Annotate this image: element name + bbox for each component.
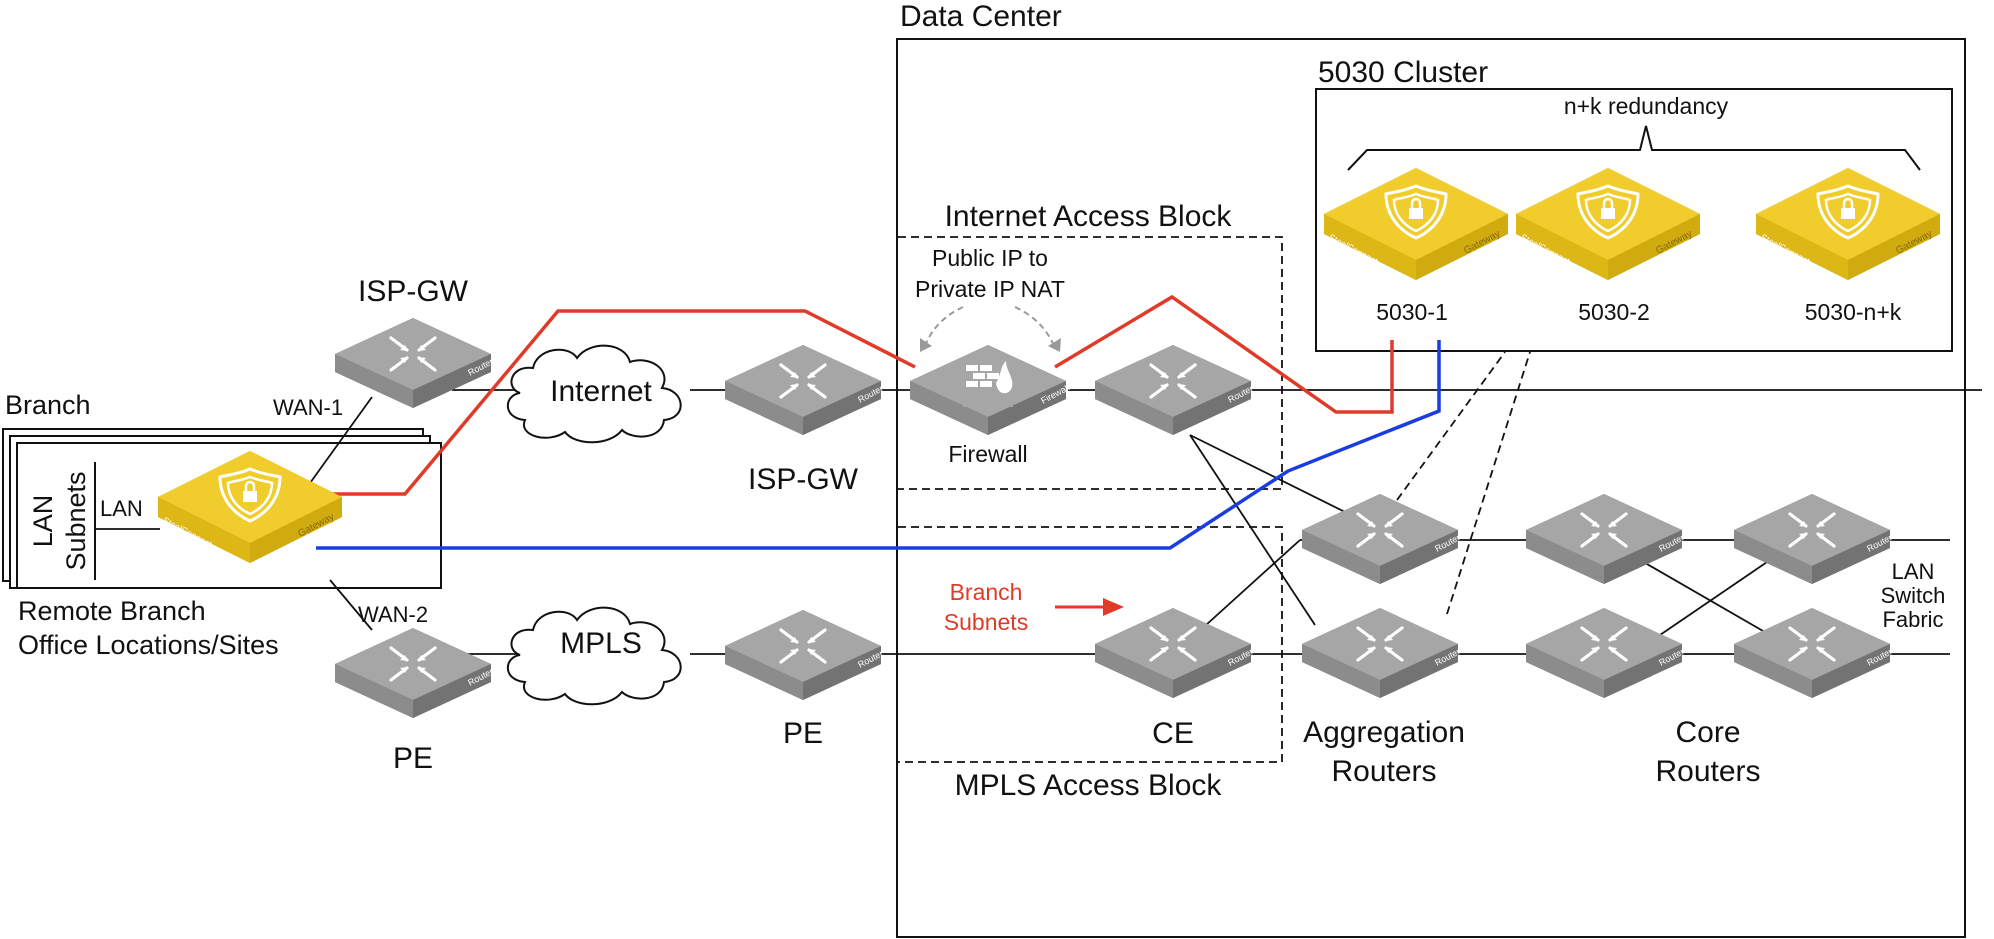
- aggregation-label-line1: Aggregation: [1303, 716, 1465, 749]
- steelconnect-gateway-icon-5030-2[interactable]: SteelConnect Gateway: [1514, 166, 1702, 282]
- mpls-cloud-icon: [506, 606, 682, 706]
- router-icon-pe-mid[interactable]: Router: [723, 608, 885, 702]
- wan2-label: WAN-2: [358, 602, 428, 627]
- blue-path: [316, 340, 1441, 550]
- remote-branch-line1: Remote Branch: [18, 596, 206, 626]
- branch-title: Branch: [5, 390, 91, 420]
- aggregation-label-line2: Routers: [1331, 755, 1436, 788]
- router-icon-aggregation-2[interactable]: Router: [1300, 606, 1462, 700]
- internet-block-title: Internet Access Block: [945, 200, 1233, 233]
- core-label-line2: Routers: [1655, 755, 1760, 788]
- node-5030-1-label: 5030-1: [1376, 299, 1448, 325]
- router-icon-ce[interactable]: Router: [1093, 606, 1255, 700]
- pe-mid-label: PE: [783, 717, 823, 750]
- router-icon-core-4[interactable]: Router: [1732, 606, 1894, 700]
- ce-label: CE: [1152, 717, 1194, 750]
- node-5030-nk-label: 5030-n+k: [1805, 299, 1902, 325]
- router-icon-isp-gw-mid[interactable]: Router: [723, 343, 885, 437]
- links: [95, 389, 1982, 655]
- data-center-title: Data Center: [900, 0, 1062, 33]
- mpls-block-title: MPLS Access Block: [955, 769, 1223, 802]
- redundancy-label: n+k redundancy: [1564, 93, 1729, 119]
- router-icon-core-3[interactable]: Router: [1732, 492, 1894, 586]
- firewall-label: Firewall: [948, 441, 1027, 467]
- data-center-box: [896, 38, 1966, 938]
- internet-label: Internet: [550, 375, 652, 408]
- steelconnect-gateway-icon-5030-1[interactable]: SteelConnect Gateway: [1322, 166, 1510, 282]
- nat-label-line2: Private IP NAT: [915, 276, 1065, 302]
- lan-label: LAN: [100, 496, 143, 521]
- nat-arrows: [924, 306, 1055, 347]
- lan-subnets-line2: Subnets: [61, 471, 91, 570]
- steelconnect-gateway-icon-5030-nk[interactable]: SteelConnect Gateway: [1754, 166, 1942, 282]
- lan-subnets-line1: LAN: [28, 495, 58, 548]
- router-icon-pe-left[interactable]: Router: [333, 626, 495, 720]
- router-icon-aggregation-1[interactable]: Router: [1300, 492, 1462, 586]
- mpls-label: MPLS: [560, 627, 642, 660]
- lan-switch-line3: Fabric: [1882, 607, 1943, 632]
- router-icon-internet-edge[interactable]: Router: [1093, 343, 1255, 437]
- branch-subnets-line2: Subnets: [944, 609, 1028, 635]
- red-path: [323, 309, 916, 496]
- cluster-box: [1315, 88, 1953, 352]
- router-icon-isp-gw-left[interactable]: Router: [333, 316, 495, 410]
- internet-access-block-box: [898, 236, 1283, 490]
- branch-subnets-line1: Branch: [950, 579, 1023, 605]
- nat-label-line1: Public IP to: [932, 245, 1048, 271]
- isp-gw-mid-label: ISP-GW: [748, 463, 859, 496]
- lan-switch-line1: LAN: [1892, 559, 1935, 584]
- core-label-line1: Core: [1675, 716, 1740, 749]
- mpls-access-block-box: [898, 526, 1283, 763]
- pe-left-label: PE: [393, 742, 433, 775]
- cluster-title: 5030 Cluster: [1318, 56, 1488, 89]
- internet-cloud-icon: [506, 344, 682, 444]
- wan1-label: WAN-1: [273, 395, 343, 420]
- nat-arrowhead-right: [1048, 338, 1061, 352]
- router-icon-core-1[interactable]: Router: [1524, 492, 1686, 586]
- branch-subnets-arrowhead: [1103, 598, 1124, 616]
- remote-branch-line2: Office Locations/Sites: [18, 630, 279, 660]
- nat-arrowhead-left: [920, 338, 932, 352]
- lan-switch-line2: Switch: [1881, 583, 1946, 608]
- router-icon-core-2[interactable]: Router: [1524, 606, 1686, 700]
- node-5030-2-label: 5030-2: [1578, 299, 1650, 325]
- firewall-icon[interactable]: Firewall: [908, 343, 1071, 437]
- red-path-dc: [1054, 294, 1394, 414]
- redundancy-brace: [1347, 125, 1921, 171]
- isp-gw-left-label: ISP-GW: [358, 275, 469, 308]
- cluster-dashed-links: [1396, 351, 1531, 615]
